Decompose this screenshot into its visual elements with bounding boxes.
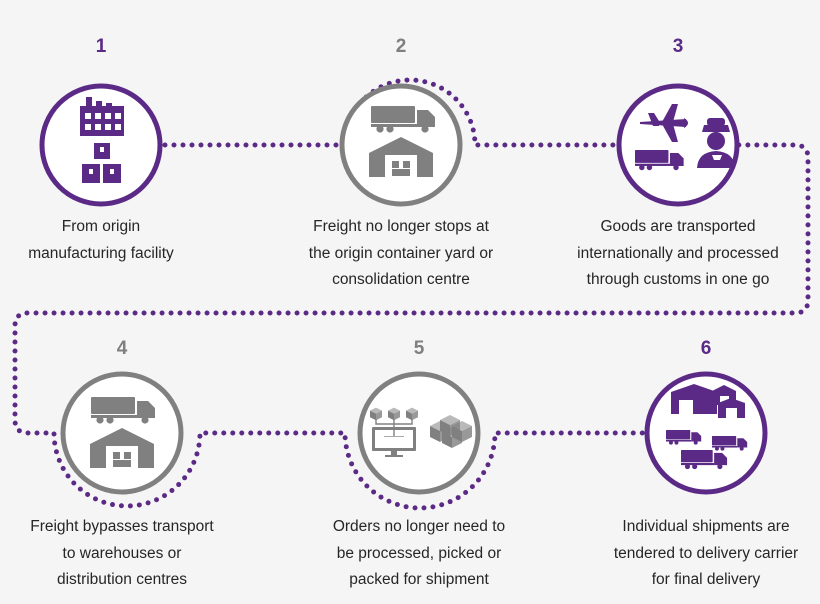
step-2-circle	[339, 83, 463, 207]
caption-line: distribution centres	[56, 571, 188, 588]
computer-monitor-icon	[370, 407, 418, 457]
step-4-circle	[60, 371, 184, 495]
caption-line: Individual shipments are	[622, 518, 790, 535]
caption-line: consolidation centre	[332, 271, 470, 288]
caption-line: manufacturing facility	[28, 244, 174, 262]
caption-line: internationally and processed	[577, 244, 779, 262]
airplane-icon	[640, 104, 688, 142]
connector-paths	[12, 77, 811, 511]
customs-officer-icon	[697, 118, 735, 168]
caption-line: Orders no longer need to	[332, 518, 506, 535]
caption-line: through customs in one go	[586, 271, 770, 288]
step-3-number: 3	[672, 36, 684, 57]
step-1-caption: From origin manufacturing facility	[0, 214, 221, 267]
step-2-caption: Freight no longer stops at the origin con…	[281, 214, 521, 294]
caption-line: be processed, picked or	[336, 544, 502, 562]
caption-line: for final delivery	[651, 571, 761, 588]
step-1-circle	[39, 83, 163, 207]
distribution-buildings-icon	[671, 384, 745, 418]
caption-line: Freight bypasses transport	[30, 518, 214, 535]
pallet-boxes-icon	[82, 143, 121, 183]
step-5-circle	[357, 371, 481, 495]
step-5-number: 5	[413, 338, 425, 359]
step-3-caption: Goods are transported internationally and…	[558, 214, 798, 294]
factory-icon	[80, 97, 124, 136]
step-4-number: 4	[116, 338, 128, 359]
caption-line: to warehouses or	[62, 544, 182, 562]
caption-line: the origin container yard or	[308, 244, 494, 262]
step-6-circle	[644, 371, 768, 495]
caption-line: From origin	[61, 218, 141, 235]
step-6-number: 6	[700, 338, 712, 359]
step-1-number: 1	[95, 36, 107, 57]
connector-dotted-path	[12, 77, 811, 511]
step-5-caption: Orders no longer need to be processed, pi…	[299, 514, 539, 594]
caption-line: tendered to delivery carrier	[613, 544, 799, 562]
step-6-caption: Individual shipments are tendered to deli…	[586, 514, 820, 594]
caption-line: Goods are transported	[600, 218, 756, 235]
caption-line: Freight no longer stops at	[313, 218, 489, 235]
step-4-caption: Freight bypasses transport to warehouses …	[2, 514, 242, 594]
step-2-number: 2	[395, 36, 407, 57]
step-3-circle	[616, 83, 740, 207]
caption-line: packed for shipment	[349, 571, 489, 588]
